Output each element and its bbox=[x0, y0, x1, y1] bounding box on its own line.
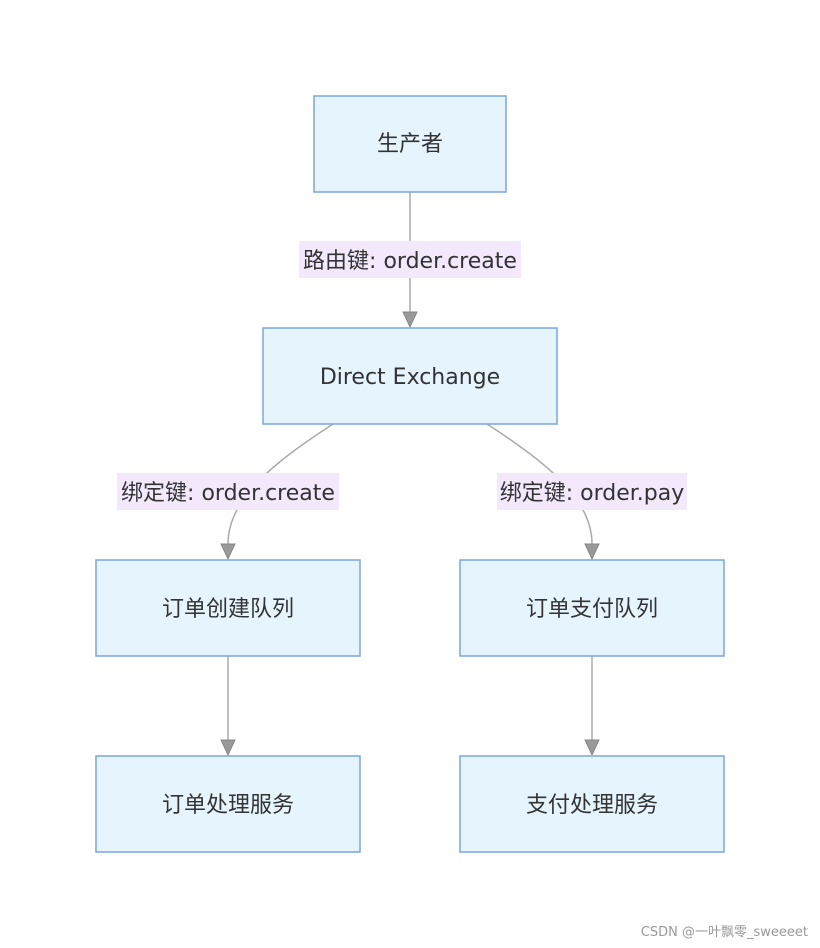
node-label: Direct Exchange bbox=[320, 365, 500, 390]
node-service-pay: 支付处理服务 bbox=[459, 755, 725, 853]
arrowhead bbox=[584, 543, 600, 561]
edge-queue-create-service bbox=[220, 656, 236, 757]
watermark: CSDN @一叶飘零_sweeeet bbox=[640, 925, 808, 940]
edge-label-text: 绑定键: order.create bbox=[121, 481, 335, 506]
arrowhead bbox=[584, 739, 600, 757]
arrowhead bbox=[402, 311, 418, 329]
edge-label-text: 路由键: order.create bbox=[303, 249, 517, 274]
edge-label-text: 绑定键: order.pay bbox=[500, 481, 685, 506]
node-service-order: 订单处理服务 bbox=[95, 755, 361, 853]
node-producer: 生产者 bbox=[313, 95, 507, 193]
node-label: 生产者 bbox=[377, 132, 443, 157]
edge-label-binding-create: 绑定键: order.create bbox=[117, 473, 339, 510]
node-label: 支付处理服务 bbox=[526, 793, 658, 818]
edge-label-binding-pay: 绑定键: order.pay bbox=[497, 473, 687, 510]
node-label: 订单支付队列 bbox=[526, 597, 658, 622]
arrowhead bbox=[220, 543, 236, 561]
node-label: 订单处理服务 bbox=[162, 793, 294, 818]
node-direct-exchange: Direct Exchange bbox=[262, 327, 558, 425]
node-queue-order-create: 订单创建队列 bbox=[95, 559, 361, 657]
edge-queue-pay-service bbox=[584, 656, 600, 757]
node-queue-order-pay: 订单支付队列 bbox=[459, 559, 725, 657]
arrowhead bbox=[220, 739, 236, 757]
edge-label-routing-key: 路由键: order.create bbox=[299, 241, 521, 278]
node-label: 订单创建队列 bbox=[162, 597, 294, 622]
